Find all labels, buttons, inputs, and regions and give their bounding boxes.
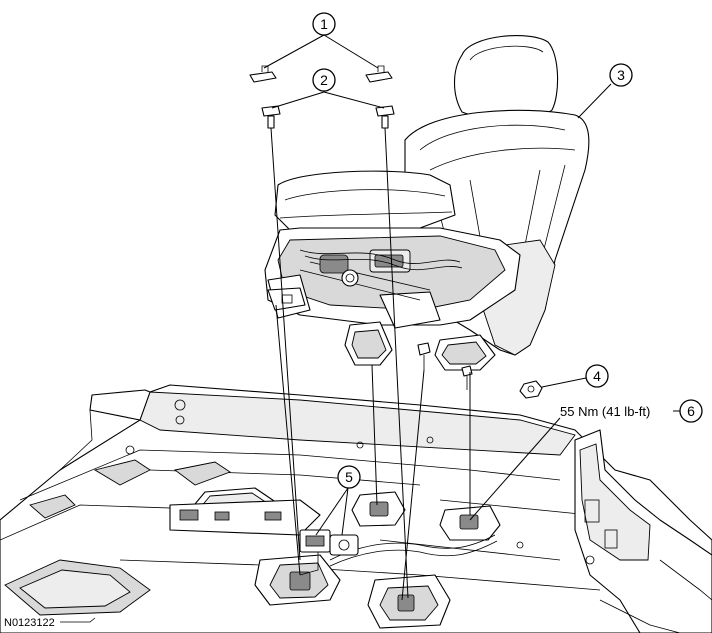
torque-spec-text: 55 Nm (41 lb-ft) [560, 404, 650, 419]
callout-6: 55 Nm (41 lb-ft) 6 [469, 399, 703, 521]
figure-id-label: N0123122 [4, 617, 55, 629]
seat-bolt-right [375, 105, 395, 129]
callout-5: 5 [315, 465, 361, 536]
callout-4-number: 4 [593, 368, 601, 384]
callout-2: 2 [271, 68, 385, 109]
callout-2-number: 2 [320, 72, 328, 88]
bolt-cover-left [249, 65, 277, 83]
callout-3: 3 [577, 63, 633, 119]
callout-4: 4 [541, 364, 609, 388]
figure-id: N0123122 [4, 617, 96, 629]
bolt-cover-right [365, 65, 393, 83]
callout-1: 1 [263, 12, 379, 69]
front-seat-assembly [264, 35, 590, 390]
seat-bracket-bolt [417, 342, 431, 370]
callout-6-number: 6 [687, 403, 695, 419]
seat-bolt-left [261, 105, 281, 129]
callout-1-number: 1 [320, 16, 328, 32]
seat-wiring-connector [299, 529, 359, 576]
callout-5-number: 5 [345, 469, 353, 485]
vehicle-floor-pan [0, 384, 712, 633]
install-alignment-lines [270, 127, 471, 601]
callout-3-number: 3 [617, 67, 625, 83]
seat-nut [519, 380, 543, 399]
